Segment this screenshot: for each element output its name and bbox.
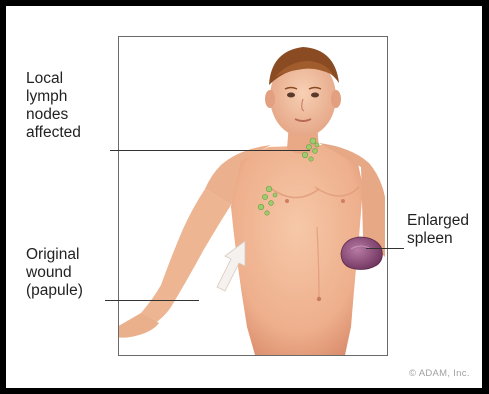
ear-right	[331, 90, 341, 108]
raised-arm	[124, 189, 231, 333]
leader-line-lymph-nodes	[110, 150, 310, 151]
leader-line-wound	[105, 300, 199, 301]
label-original-wound: Original wound (papule)	[26, 246, 83, 300]
illustration-panel: Local lymph nodes affected Original woun…	[6, 6, 482, 388]
enlarged-spleen	[341, 237, 382, 270]
child-body-figure	[119, 37, 387, 355]
child-illustration	[118, 36, 388, 356]
label-lymph-nodes: Local lymph nodes affected	[26, 70, 81, 142]
ear-left	[265, 90, 275, 108]
copyright-text: © ADAM, Inc.	[409, 368, 470, 379]
label-enlarged-spleen: Enlarged spleen	[407, 212, 469, 248]
leader-line-spleen	[366, 248, 404, 249]
